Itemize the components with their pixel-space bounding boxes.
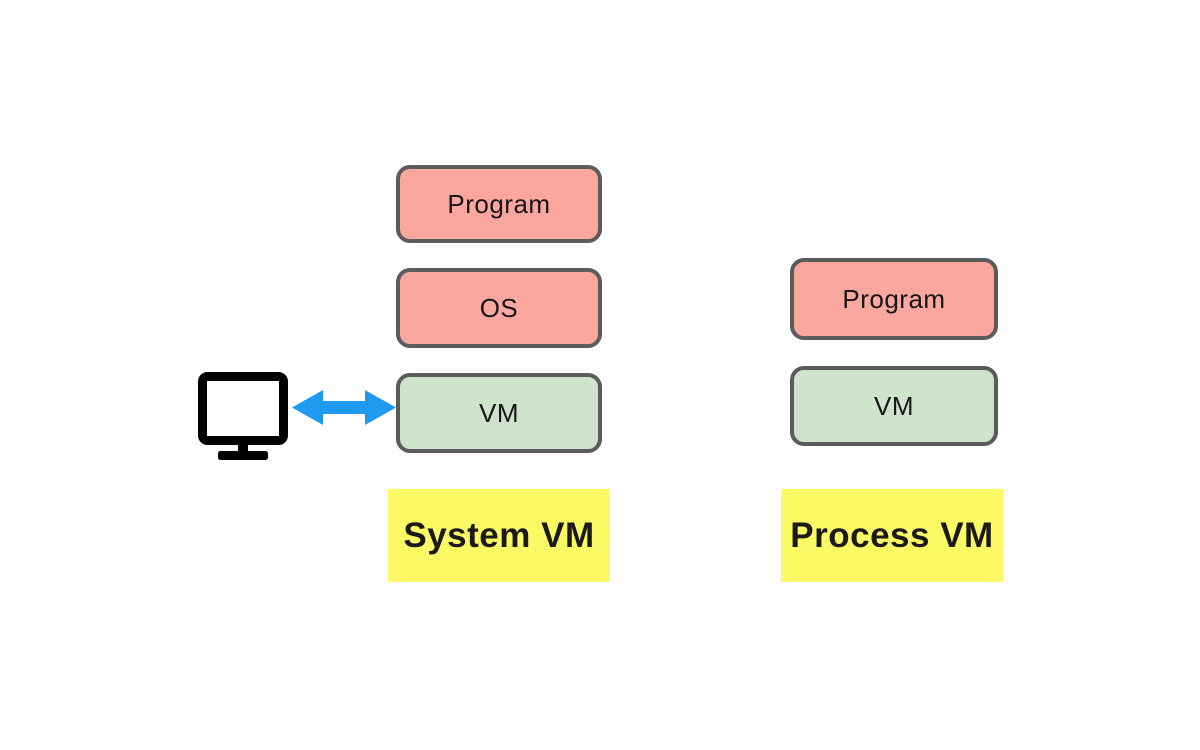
system-vm-vm-label: VM — [479, 397, 519, 428]
system-vm-program-label: Program — [447, 188, 551, 219]
process-vm-vm-box: VM — [790, 366, 998, 446]
system-vm-program-box: Program — [396, 165, 602, 243]
process-vm-caption-label: Process VM — [790, 515, 994, 555]
double-headed-arrow-icon — [292, 389, 396, 426]
process-vm-program-label: Program — [842, 283, 946, 314]
system-vm-vm-box: VM — [396, 373, 602, 453]
process-vm-caption: Process VM — [781, 489, 1003, 582]
system-vm-caption: System VM — [388, 489, 610, 582]
monitor-icon — [197, 372, 289, 460]
system-vm-os-box: OS — [396, 268, 602, 348]
system-vm-caption-label: System VM — [403, 515, 595, 555]
system-vm-os-label: OS — [479, 292, 519, 323]
process-vm-vm-label: VM — [874, 390, 914, 421]
process-vm-program-box: Program — [790, 258, 998, 340]
